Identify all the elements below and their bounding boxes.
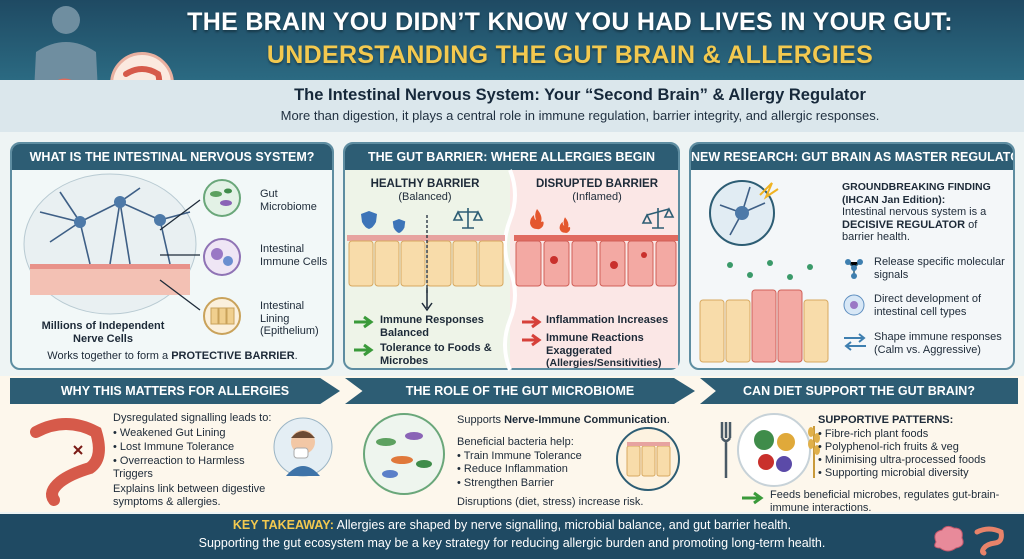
takeaway-line-1: KEY TAKEAWAY: Allergies are shaped by ne… xyxy=(232,518,792,532)
disrupted-sub: (Inflamed) xyxy=(572,191,622,203)
disrupted-epithelium xyxy=(514,235,678,287)
barrier-closeup-icon xyxy=(616,427,680,491)
research-point-1: Release specific molecular signals xyxy=(874,256,1005,281)
takeaway-line-2: Supporting the gut ecosystem may be a ke… xyxy=(198,536,826,550)
green-arrow-icon xyxy=(742,491,764,505)
header-banner xyxy=(0,0,1024,80)
shield-icon xyxy=(392,219,406,233)
panel6-result: Feeds beneficial microbes, regulates gut… xyxy=(770,489,1000,514)
green-arrow-icon xyxy=(354,315,374,329)
panel4-bullet-3: • Overreaction to Harmless Triggers xyxy=(113,455,245,480)
title-line-2: UNDERSTANDING THE GUT BRAIN & ALLERGIES xyxy=(266,41,874,69)
bidirectional-arrows-icon xyxy=(844,333,866,351)
finding-text: Intestinal nervous system is a DECISIVE … xyxy=(842,206,987,243)
green-arrow-icon xyxy=(354,343,374,357)
connector-arrows xyxy=(159,199,201,311)
sneezing-person-icon xyxy=(273,417,333,477)
unbalanced-scale-icon xyxy=(641,207,675,229)
panel5-note: Disruptions (diet, stress) increase risk… xyxy=(457,496,644,508)
brain-icon xyxy=(934,525,964,552)
research-point-2: Direct development of intestinal cell ty… xyxy=(874,293,981,318)
healthy-title: HEALTHY BARRIER xyxy=(370,178,480,190)
microbiome-circle-icon xyxy=(363,413,445,495)
neuron-network-illustration xyxy=(23,173,197,315)
panel5-helps: Beneficial bacteria help: xyxy=(457,436,574,448)
panel5-intro: Supports Nerve-Immune Communication. xyxy=(457,414,670,426)
flame-icon xyxy=(559,217,571,233)
shield-icon xyxy=(361,211,377,229)
finding-title: GROUNDBREAKING FINDING (IHCAN Jan Editio… xyxy=(842,181,991,206)
panel6-bullet-3: • Minimising ultra-processed foods xyxy=(818,454,986,466)
healthy-sub: (Balanced) xyxy=(398,191,452,203)
cell-type-icon xyxy=(843,294,865,316)
panel5-bullet-3: • Strengthen Barrier xyxy=(457,477,554,489)
tagline: More than digestion, it plays a central … xyxy=(280,108,880,123)
subtitle: The Intestinal Nervous System: Your “Sec… xyxy=(294,86,866,104)
healthy-arrow xyxy=(421,288,433,312)
disrupted-point-2: Immune Reactions Exaggerated xyxy=(546,332,644,357)
barrier-divider xyxy=(503,169,517,371)
panel6-heading: CAN DIET SUPPORT THE GUT BRAIN? xyxy=(700,378,1018,404)
healthy-point-2: Tolerance to Foods & Microbes xyxy=(380,342,492,367)
disrupted-title: DISRUPTED BARRIER xyxy=(535,178,659,190)
inflamed-intestine-icon xyxy=(30,418,105,506)
intestine-icon xyxy=(974,526,1004,556)
panel5-bullet-1: • Train Immune Tolerance xyxy=(457,450,582,462)
subtitle-bar xyxy=(0,80,1024,132)
panel6-bullet-4: • Supporting microbial diversity xyxy=(818,467,969,479)
healthy-epithelium xyxy=(347,215,505,295)
balance-scale-icon xyxy=(452,208,484,229)
panel2-heading: THE GUT BARRIER: WHERE ALLERGIES BEGIN xyxy=(345,144,678,170)
wheat-icon xyxy=(808,426,820,478)
title-line-1: THE BRAIN YOU DIDN’T KNOW YOU HAD LIVES … xyxy=(187,8,953,36)
patterns-title: SUPPORTIVE PATTERNS: xyxy=(818,414,954,426)
neurons-caption: Millions of Independent Nerve Cells xyxy=(41,320,165,345)
fork-knife-icon xyxy=(720,422,732,478)
panel3-heading: NEW RESEARCH: GUT BRAIN AS MASTER REGULA… xyxy=(691,144,1013,170)
microbiome-icon xyxy=(203,179,241,217)
panel5-heading: THE ROLE OF THE GUT MICROBIOME xyxy=(345,378,695,404)
research-point-3: Shape immune responses (Calm vs. Aggress… xyxy=(874,331,1002,356)
panel1-heading: WHAT IS THE INTESTINAL NERVOUS SYSTEM? xyxy=(12,144,332,170)
red-arrow-icon xyxy=(522,315,542,329)
panel4-conclusion: Explains link between digestive symptoms… xyxy=(113,483,266,508)
healthy-food-plate-icon xyxy=(737,413,811,487)
panel4-heading: WHY THIS MATTERS FOR ALLERGIES xyxy=(10,378,340,404)
footer-banner xyxy=(0,514,1024,559)
panel4-intro: Dysregulated signalling leads to: xyxy=(113,412,272,424)
flame-icon xyxy=(530,209,544,230)
panel6-bullet-2: • Polyphenol-rich fruits & veg xyxy=(818,441,959,453)
disrupted-note: (Allergies/Sensitivities) xyxy=(546,357,662,369)
molecule-icon xyxy=(845,259,863,279)
neuron-signal-illustration xyxy=(699,180,829,363)
panel4-bullet-2: • Lost Immune Tolerance xyxy=(113,441,235,453)
disrupted-point-1: Inflammation Increases xyxy=(546,314,669,326)
panel1-bottom-text: Works together to form a PROTECTIVE BARR… xyxy=(47,350,298,362)
healthy-point-1: Immune Responses Balanced xyxy=(380,314,484,339)
panel5-bullet-2: • Reduce Inflammation xyxy=(457,463,568,475)
red-arrow-icon xyxy=(522,333,542,347)
label-gut-microbiome: Gut Microbiome xyxy=(260,188,317,213)
epithelium-icon xyxy=(203,297,241,335)
label-epithelium: Intestinal Lining (Epithelium) xyxy=(260,300,319,337)
immune-cells-icon xyxy=(203,238,241,276)
label-immune-cells: Intestinal Immune Cells xyxy=(260,243,328,268)
panel4-bullet-1: • Weakened Gut Lining xyxy=(113,427,226,439)
panel6-bullet-1: • Fibre-rich plant foods xyxy=(818,428,929,440)
